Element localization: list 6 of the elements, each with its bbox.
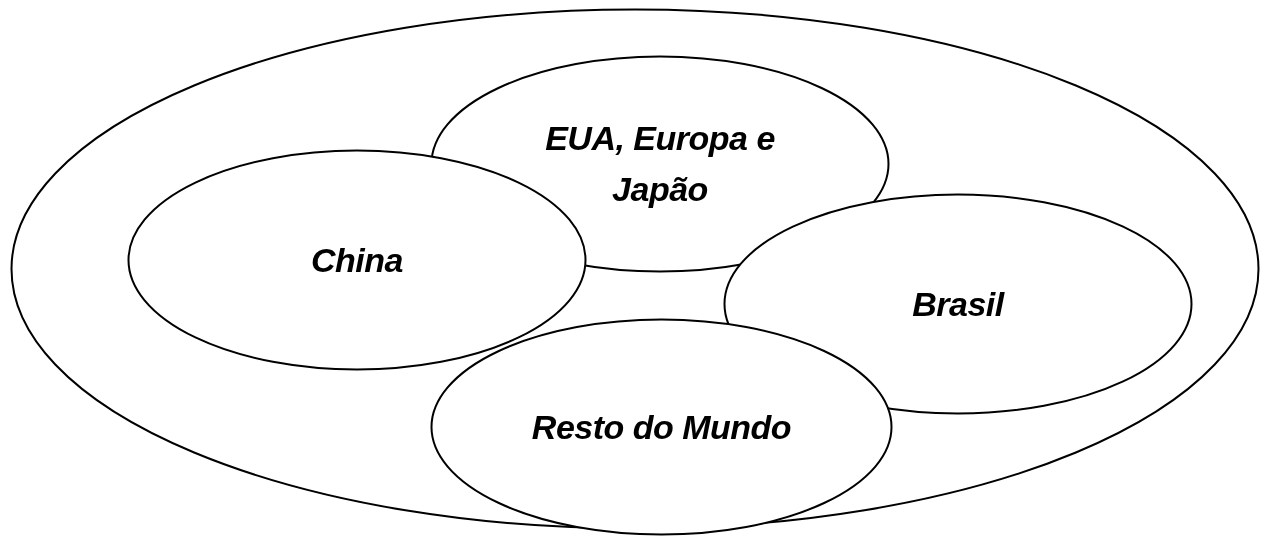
ellipse-label: Brasil bbox=[912, 283, 1004, 325]
ellipse-label: Resto do Mundo bbox=[531, 406, 792, 448]
ellipse-label: EUA, Europa e Japão bbox=[544, 118, 776, 210]
ellipse-shape bbox=[723, 193, 1193, 415]
ellipse-label: China bbox=[311, 239, 403, 281]
ellipse-shape bbox=[430, 318, 893, 536]
